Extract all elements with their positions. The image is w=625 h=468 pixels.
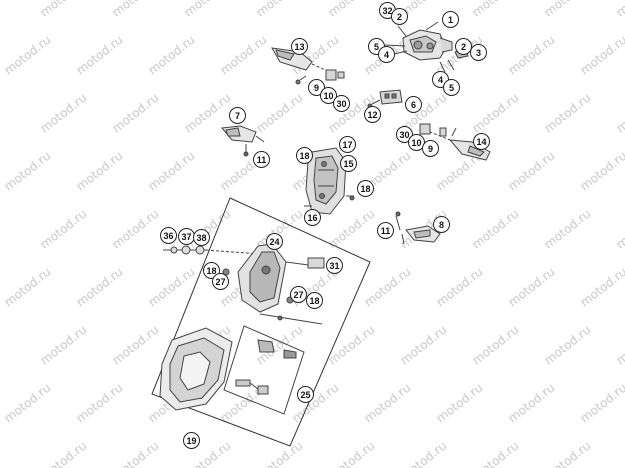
part-callout-11[interactable]: 11 xyxy=(253,151,270,168)
part-callout-38[interactable]: 38 xyxy=(193,229,210,246)
part-callout-8[interactable]: 8 xyxy=(433,216,450,233)
part-callout-14[interactable]: 14 xyxy=(473,133,490,150)
part-callout-18[interactable]: 18 xyxy=(306,292,323,309)
part-callout-15[interactable]: 15 xyxy=(340,155,357,172)
headlight-lens xyxy=(159,327,233,411)
part-callout-16[interactable]: 16 xyxy=(304,209,321,226)
part-callout-4[interactable]: 4 xyxy=(378,46,395,63)
headlight-housing xyxy=(222,243,325,325)
part-callout-7[interactable]: 7 xyxy=(229,107,246,124)
part-callout-5[interactable]: 5 xyxy=(443,79,460,96)
rear-left-turn-signal xyxy=(221,125,265,157)
part-callout-25[interactable]: 25 xyxy=(297,386,314,403)
part-callout-24[interactable]: 24 xyxy=(266,233,283,250)
handlebar-switch-assembly xyxy=(384,13,469,73)
connector-plate xyxy=(367,89,403,109)
headlight-bracket xyxy=(304,147,355,215)
part-callout-17[interactable]: 17 xyxy=(339,136,356,153)
part-callout-36[interactable]: 36 xyxy=(160,227,177,244)
part-callout-19[interactable]: 19 xyxy=(183,432,200,449)
part-callout-6[interactable]: 6 xyxy=(405,96,422,113)
part-callout-31[interactable]: 31 xyxy=(326,257,343,274)
part-callout-3[interactable]: 3 xyxy=(470,44,487,61)
mounting-hardware-left xyxy=(163,245,261,255)
part-callout-1[interactable]: 1 xyxy=(442,11,459,28)
part-callout-9[interactable]: 9 xyxy=(422,140,439,157)
part-callout-11[interactable]: 11 xyxy=(377,222,394,239)
front-left-turn-signal xyxy=(271,47,345,85)
bulb-kit xyxy=(223,325,305,415)
front-right-turn-signal xyxy=(419,123,491,161)
part-callout-18[interactable]: 18 xyxy=(296,147,313,164)
part-callout-27[interactable]: 27 xyxy=(290,286,307,303)
part-callout-30[interactable]: 30 xyxy=(333,95,350,112)
part-callout-27[interactable]: 27 xyxy=(212,273,229,290)
part-callout-12[interactable]: 12 xyxy=(364,106,381,123)
part-callout-2[interactable]: 2 xyxy=(455,38,472,55)
part-callout-18[interactable]: 18 xyxy=(357,180,374,197)
part-callout-2[interactable]: 2 xyxy=(391,8,408,25)
rear-right-turn-signal xyxy=(395,211,441,245)
part-callout-13[interactable]: 13 xyxy=(291,38,308,55)
